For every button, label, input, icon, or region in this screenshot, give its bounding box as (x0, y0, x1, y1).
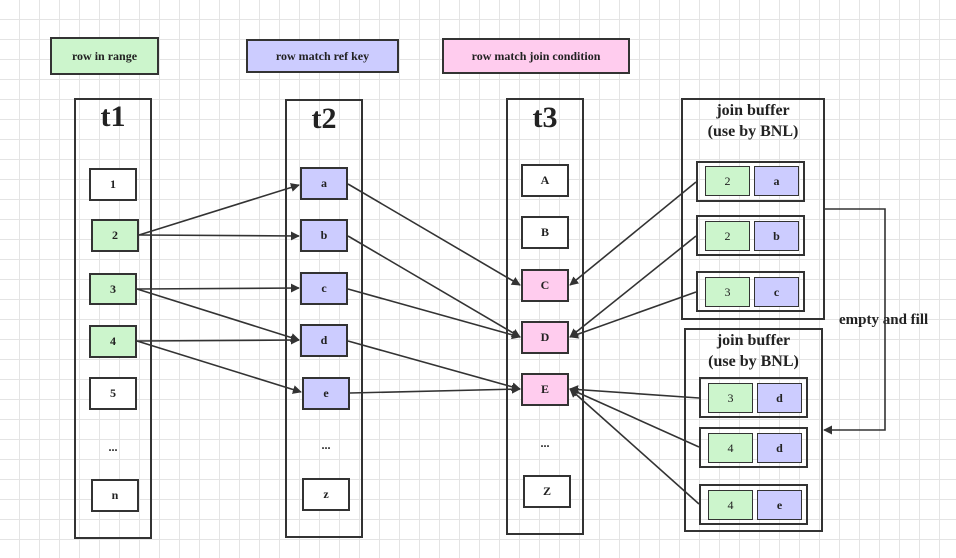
empty-and-fill-label: empty and fill (839, 312, 929, 328)
buffer-pair (696, 215, 805, 256)
arrow-t1-3-to-t2-c (136, 283, 300, 293)
buffer-pair-t2-value: a (754, 166, 799, 196)
t1-row-4: 4 (89, 325, 137, 358)
join-buffer-1-title: join buffer (use by BNL) (681, 100, 825, 142)
t3-ellipsis: ... (540, 436, 550, 450)
t1-row-2: 2 (91, 219, 139, 252)
t2-row-d: d (300, 324, 348, 357)
t3-row-E: E (521, 373, 569, 406)
legend-row-match-join-condition: row match join condition (442, 38, 630, 74)
arrow-empty-and-fill (823, 208, 886, 435)
table-t3-title: t3 (532, 101, 558, 134)
table-t2 (285, 99, 363, 538)
join-buffer-1 (681, 98, 825, 320)
t3-row-C: C (521, 269, 569, 302)
buffer-pair-t1-value: 3 (705, 277, 750, 307)
arrow-t2-a-to-t3-C (347, 183, 521, 286)
buffer-pair (699, 427, 808, 468)
buffer-pair-t1-value: 4 (708, 490, 753, 520)
arrow-buffer-4d-to-t3-E (569, 388, 700, 448)
join-buffer-2-title-line2: (use by BNL) (708, 353, 799, 370)
arrow-buffer-2a-to-t3-C (569, 181, 697, 286)
arrow-t2-d-to-t3-E (347, 340, 521, 392)
buffer-pair-t2-value: d (757, 383, 802, 413)
t1-row-n: n (91, 479, 139, 512)
buffer-pair-t2-value: d (757, 433, 802, 463)
buffer-pair (699, 484, 808, 525)
t2-row-b: b (300, 219, 348, 252)
join-buffer-2-title-line1: join buffer (716, 332, 791, 349)
buffer-pair-t2-value: b (754, 221, 799, 251)
t2-row-c: c (300, 272, 348, 305)
arrow-buffer-3d-to-t3-E (569, 385, 700, 399)
arrow-buffer-3c-to-t3-D (569, 291, 697, 339)
buffer-pair-t1-value: 4 (708, 433, 753, 463)
t1-row-1: 1 (89, 168, 137, 201)
legend-row-match-ref-key: row match ref key (246, 39, 399, 73)
buffer-pair (696, 271, 805, 312)
table-t3 (506, 98, 584, 535)
arrow-buffer-2b-to-t3-D (569, 235, 697, 338)
arrow-t1-2-to-t2-a (138, 183, 300, 236)
join-buffer-1-title-line1: join buffer (716, 102, 790, 119)
t1-ellipsis: ... (108, 440, 118, 454)
t2-ellipsis: ... (321, 438, 331, 452)
buffer-pair (696, 161, 805, 202)
join-buffer-1-title-line2: (use by BNL) (707, 123, 799, 140)
t1-row-3: 3 (89, 273, 137, 305)
arrow-t1-2-to-t2-b (138, 231, 300, 241)
buffer-pair-t2-value: e (757, 490, 802, 520)
t2-row-e: e (302, 377, 350, 410)
buffer-pair-t1-value: 3 (708, 383, 753, 413)
t3-row-A: A (521, 164, 569, 197)
buffer-pair (699, 377, 808, 418)
join-buffer-2-title: join buffer (use by BNL) (684, 330, 823, 372)
table-t1 (74, 98, 152, 539)
t1-row-5: 5 (89, 377, 137, 410)
t3-row-B: B (521, 216, 569, 249)
table-t2-title: t2 (311, 102, 337, 135)
legend-row-in-range: row in range (50, 37, 159, 75)
arrow-t1-4-to-t2-d (136, 335, 300, 345)
table-t1-title: t1 (100, 100, 126, 133)
arrow-t2-b-to-t3-D (347, 235, 521, 338)
buffer-pair-t1-value: 2 (705, 221, 750, 251)
t2-row-a: a (300, 167, 348, 200)
arrow-t2-c-to-t3-D (347, 288, 521, 340)
join-buffer-2 (684, 328, 823, 532)
buffer-pair-t1-value: 2 (705, 166, 750, 196)
arrow-t1-4-to-t2-e (136, 340, 302, 394)
t3-row-Z: Z (523, 475, 571, 508)
buffer-pair-t2-value: c (754, 277, 799, 307)
arrow-t1-3-to-t2-d (136, 288, 300, 342)
arrow-t2-e-to-t3-E (349, 384, 521, 394)
t2-row-z: z (302, 478, 350, 511)
arrow-buffer-4e-to-t3-E (569, 388, 700, 505)
t3-row-D: D (521, 321, 569, 354)
